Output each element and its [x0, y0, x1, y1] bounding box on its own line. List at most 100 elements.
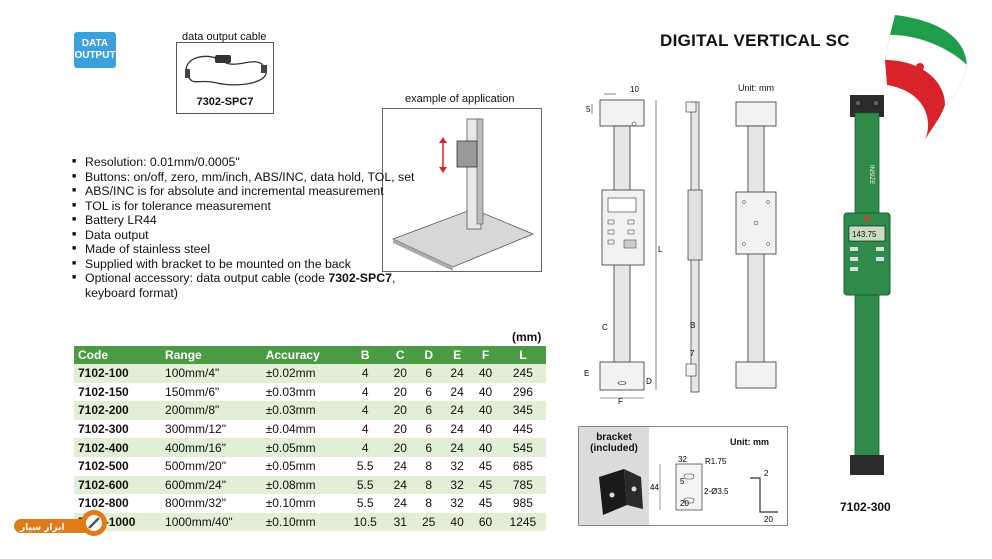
dim-7-label: 7	[690, 349, 695, 358]
bracket-dim-h: 44	[650, 483, 659, 492]
bracket-dim-hole: 2-Ø3.5	[704, 487, 729, 496]
bracket-dim-2: 2	[764, 469, 769, 478]
product-display: 143.75	[852, 230, 877, 239]
table-cell: 8	[414, 475, 443, 495]
dim-b-label: B	[690, 321, 695, 330]
table-cell: 24	[450, 384, 464, 399]
feature-item: ABS/INC is for absolute and incremental …	[72, 184, 432, 199]
table-cell: 6	[425, 384, 433, 399]
table-cell: 20	[393, 384, 407, 399]
feature-prefix: Optional accessory: data output cable (c…	[85, 271, 329, 285]
table-cell: 1000mm/40"	[161, 512, 262, 532]
feature-list: Resolution: 0.01mm/0.0005" Buttons: on/o…	[72, 155, 432, 300]
table-header-row: Code Range Accuracy B C D E F L	[74, 346, 546, 364]
table-cell: 31	[386, 512, 415, 532]
cable-image	[176, 42, 274, 114]
table-cell: 40	[471, 401, 500, 420]
table-cell: ±0.03mm	[261, 401, 345, 420]
badge-line-1: DATA	[81, 38, 109, 49]
table-cell: ±0.05mm	[261, 438, 345, 457]
table-cell: 24	[393, 496, 407, 511]
bracket-unit: Unit: mm	[730, 437, 769, 447]
table-cell: 6	[414, 364, 443, 383]
table-cell: 6	[414, 438, 443, 457]
table-cell: 296	[512, 384, 533, 399]
table-cell: 7102-150	[78, 384, 129, 399]
table-cell: 5.5	[356, 459, 374, 474]
bracket-drawing: 32 R1.75 5 44 2-Ø3.5 20 2 20	[650, 455, 778, 524]
table-cell: 40	[471, 364, 500, 383]
table-cell: 400mm/16"	[161, 438, 262, 457]
badge-line-2: OUTPUT	[74, 50, 116, 61]
feature-suffix: , keyboard format)	[85, 271, 396, 300]
table-cell: 6	[414, 401, 443, 420]
table-cell: 7102-800	[78, 496, 129, 511]
table-cell: 24	[442, 401, 472, 420]
col-header: Range	[161, 346, 262, 364]
flag-swoosh-icon	[884, 15, 968, 140]
product-image: INSIZE 143.75	[843, 95, 891, 475]
model-caption: 7102-300	[840, 500, 891, 514]
table-cell: 1245	[499, 512, 546, 532]
col-header: E	[442, 346, 472, 364]
data-output-badge: DATA OUTPUT	[74, 32, 116, 68]
table-cell: 345	[499, 401, 546, 420]
table-cell: ±0.10mm	[261, 512, 345, 532]
table-cell: 150mm/6"	[165, 384, 220, 399]
bracket-dim-20b: 20	[764, 515, 773, 524]
table-cell: 7102-300	[78, 422, 129, 437]
table-cell: 600mm/24"	[161, 475, 262, 495]
table-cell: 7102-200	[74, 401, 162, 420]
bracket-caption-1: bracket	[596, 432, 632, 443]
cable-code: 7302-SPC7	[196, 96, 254, 108]
bracket-panel	[578, 426, 788, 526]
table-cell: 800mm/32"	[165, 496, 226, 511]
feature-item: Data output	[72, 228, 432, 243]
table-cell: 24	[442, 364, 472, 383]
table-cell: 7102-500	[78, 459, 129, 474]
col-header: Accuracy	[261, 346, 345, 364]
table-cell: 24	[450, 422, 464, 437]
table-cell: 20	[386, 438, 415, 457]
table-cell: 500mm/20"	[165, 459, 226, 474]
brand-logo: ابزار سیار	[14, 510, 107, 536]
table-cell: ±0.02mm	[261, 364, 345, 383]
cable-caption: data output cable	[182, 31, 267, 43]
table-cell: 20	[386, 401, 415, 420]
table-cell: 5.5	[356, 496, 374, 511]
table-cell: 4	[361, 422, 369, 437]
dim-f-label: F	[618, 397, 623, 405]
table-cell: 685	[512, 459, 533, 474]
col-header: F	[471, 346, 500, 364]
table-cell: ±0.04mm	[265, 422, 316, 437]
table-cell: 24	[393, 459, 407, 474]
table-cell: 4	[361, 384, 369, 399]
table-cell: 8	[425, 459, 433, 474]
feature-item: Made of stainless steel	[72, 242, 432, 257]
table-cell: 40	[442, 512, 472, 532]
col-header: B	[344, 346, 387, 364]
table-cell: 25	[414, 512, 443, 532]
table-cell: 20	[386, 364, 415, 383]
table-cell: 4	[344, 364, 387, 383]
table-cell: 100mm/4"	[161, 364, 262, 383]
dim-d-label: D	[646, 377, 652, 386]
logo-text: ابزار سیار	[19, 523, 65, 533]
table-cell: 24	[386, 475, 415, 495]
table-row: 7102-10001000mm/40"±0.10mm10.53125406012…	[74, 512, 546, 532]
col-header: L	[499, 346, 546, 364]
dim-left-label: 5	[586, 105, 591, 114]
table-cell: 45	[478, 459, 493, 474]
bracket-dim-r: R1.75	[705, 457, 727, 466]
table-cell: 10.5	[344, 512, 387, 532]
page-title: DIGITAL VERTICAL SC	[660, 31, 850, 50]
table-cell: 7102-600	[74, 475, 162, 495]
table-cell: ±0.05mm	[265, 459, 316, 474]
application-caption: example of application	[405, 93, 515, 105]
drawing-unit: Unit: mm	[738, 83, 774, 93]
